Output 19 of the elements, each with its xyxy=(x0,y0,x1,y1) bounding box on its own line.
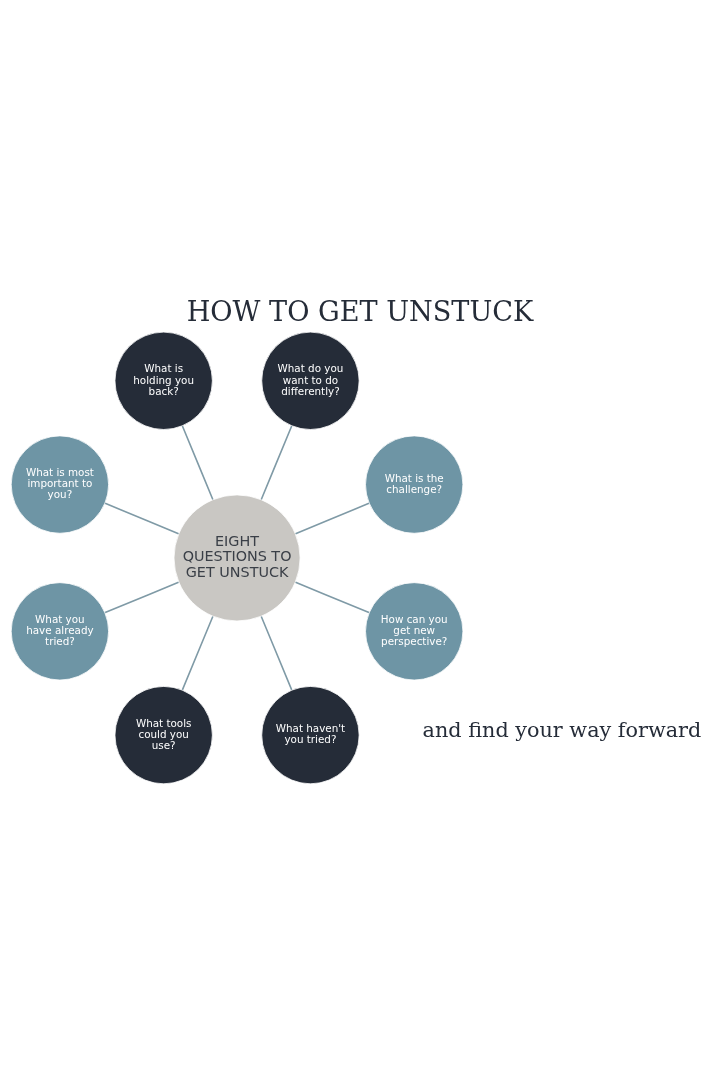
node-circle: What is the challenge? xyxy=(365,435,464,534)
node-circle: What you have already tried? xyxy=(10,582,109,681)
connector xyxy=(260,615,293,691)
node-circle: What is holding you back? xyxy=(114,331,213,430)
node-circle: What do you want to do differently? xyxy=(261,331,360,430)
node-circle: What is most important to you? xyxy=(10,435,109,534)
connector xyxy=(294,581,370,614)
node-circle: EIGHT QUESTIONS TO GET UNSTUCK xyxy=(173,494,301,622)
node-circle: What haven't you tried? xyxy=(261,686,360,785)
diagram-title: HOW TO GET UNSTUCK xyxy=(186,296,534,328)
connector xyxy=(181,425,214,501)
connector xyxy=(260,425,293,501)
connector xyxy=(181,615,214,691)
label: and find your way forward xyxy=(422,717,702,742)
node-circle: How can you get new perspective? xyxy=(365,582,464,681)
node-circle: What tools could you use? xyxy=(114,686,213,785)
connector xyxy=(104,581,180,614)
connector xyxy=(104,502,180,535)
connector xyxy=(294,502,370,535)
